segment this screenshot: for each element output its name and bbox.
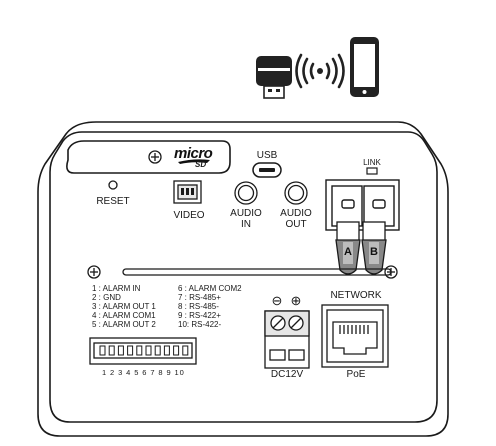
screw-icon — [384, 265, 398, 279]
alarm-pin-label: 6 : ALARM COM2 — [178, 284, 242, 293]
audio-in-jack — [234, 181, 258, 205]
alarm-pin-label: 1 : ALARM IN — [92, 284, 141, 293]
usb-dongle-icon — [256, 56, 292, 99]
terminal-pin — [108, 345, 115, 356]
dc-minus-symbol: ⊖ — [271, 293, 283, 308]
sd-card-door — [66, 140, 231, 174]
alarm-pin-label: 10: RS-422- — [178, 320, 222, 329]
audio-out-label-line1: AUDIO — [280, 208, 312, 219]
link-label: LINK — [363, 158, 381, 167]
alarm-pin-label: 7 : RS-485+ — [178, 293, 221, 302]
alarm-pin-list-right: 6 : ALARM COM2 7 : RS-485+ 8 : RS-485- 9… — [178, 284, 242, 329]
sd-card-logo-sub: SD — [195, 160, 207, 169]
network-label: NETWORK — [330, 290, 382, 301]
smartphone-icon — [350, 37, 379, 97]
audio-in-label-line1: AUDIO — [230, 208, 262, 219]
usb-port — [252, 162, 282, 178]
terminal-pin — [136, 345, 143, 356]
fiber-cable-a — [335, 221, 361, 275]
audio-out-jack — [284, 181, 308, 205]
terminal-pin — [99, 345, 106, 356]
panel-inner — [49, 131, 438, 423]
dc12v-label: DC12V — [270, 369, 304, 380]
terminal-pin — [127, 345, 134, 356]
terminal-pin — [154, 345, 161, 356]
alarm-pin-label: 4 : ALARM COM1 — [92, 311, 156, 320]
alarm-pin-label: 2 : GND — [92, 293, 121, 302]
audio-in-label-line2: IN — [241, 219, 251, 230]
video-label: VIDEO — [173, 210, 205, 221]
terminal-pin-numbers: 1 2 3 4 5 6 7 8 9 10 — [102, 368, 185, 377]
screw-icon — [148, 150, 162, 164]
usb-label: USB — [256, 150, 278, 161]
alarm-terminal-block — [89, 337, 197, 365]
audio-out-label-line2: OUT — [285, 219, 307, 230]
poe-label: PoE — [346, 369, 366, 380]
terminal-pin — [145, 345, 152, 356]
dc-terminal — [264, 310, 310, 369]
terminal-pin — [163, 345, 170, 356]
housing-outer — [37, 121, 449, 437]
alarm-pin-label: 9 : RS-422+ — [178, 311, 221, 320]
alarm-pin-label: 8 : RS-485- — [178, 302, 219, 311]
rj45-port — [321, 304, 389, 368]
terminal-pin — [173, 345, 180, 356]
screw-icon — [87, 265, 101, 279]
alarm-pin-label: 3 : ALARM OUT 1 — [92, 302, 156, 311]
alarm-pin-list-left: 1 : ALARM IN 2 : GND 3 : ALARM OUT 1 4 :… — [92, 284, 156, 329]
video-connector — [173, 180, 202, 204]
alarm-pin-label: 5 : ALARM OUT 2 — [92, 320, 156, 329]
terminal-pin — [182, 345, 189, 356]
wireless-signal-icon — [295, 53, 345, 89]
fiber-cable-b — [361, 221, 387, 275]
fiber-b-label: B — [370, 246, 378, 258]
sd-card-icon — [178, 159, 210, 164]
fiber-a-label: A — [344, 246, 352, 258]
terminal-pin — [117, 345, 124, 356]
sd-card-logo: micro — [174, 145, 213, 162]
reset-button — [108, 180, 118, 190]
reset-label: RESET — [96, 196, 130, 207]
terminal-pins — [99, 345, 189, 356]
dc-plus-symbol: ⊕ — [290, 293, 302, 308]
link-led — [366, 167, 378, 175]
